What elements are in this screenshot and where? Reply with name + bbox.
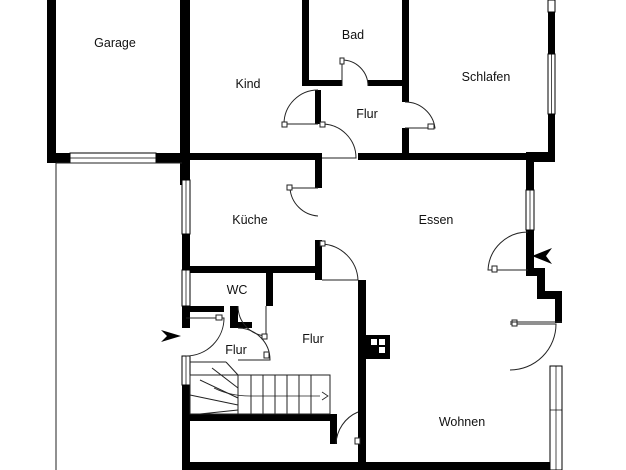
wall xyxy=(182,306,224,312)
wall xyxy=(185,153,318,160)
wall xyxy=(366,335,390,359)
wall xyxy=(182,160,190,180)
room-label-essen: Essen xyxy=(419,213,454,227)
door-kueche xyxy=(289,187,319,217)
entry-arrow-icon xyxy=(161,330,181,342)
wall xyxy=(358,153,530,160)
chimney xyxy=(371,339,385,353)
wall xyxy=(555,291,562,323)
wall xyxy=(302,80,342,86)
wall xyxy=(537,291,562,299)
terrace-arrow-icon xyxy=(532,248,552,264)
outline xyxy=(55,162,182,470)
wall xyxy=(526,268,544,276)
room-label-kind: Kind xyxy=(235,77,260,91)
wall xyxy=(526,152,534,190)
wall xyxy=(315,153,322,188)
wall xyxy=(368,80,406,86)
wall xyxy=(526,230,534,275)
wall xyxy=(182,414,332,421)
wall xyxy=(182,385,190,470)
room-label-bad: Bad xyxy=(342,28,364,42)
entrance-markers xyxy=(161,248,552,342)
wall xyxy=(402,128,409,156)
wall xyxy=(230,322,252,328)
door-flur-bottom xyxy=(335,411,359,445)
door-essen-flur xyxy=(321,243,359,281)
door-essen-terrace xyxy=(487,231,529,271)
wall xyxy=(358,280,366,470)
wall xyxy=(402,0,409,102)
room-label-flur-entry: Flur xyxy=(225,343,247,357)
wall xyxy=(302,0,309,86)
wall xyxy=(182,266,322,273)
wall xyxy=(526,152,555,162)
door-flur-passage xyxy=(321,123,357,159)
room-label-garage: Garage xyxy=(94,36,136,50)
room-label-kueche: Küche xyxy=(232,213,267,227)
door-schlafen xyxy=(404,101,436,129)
wall xyxy=(182,306,190,328)
room-label-flur-upper: Flur xyxy=(356,107,378,121)
flue xyxy=(371,339,377,345)
wall xyxy=(330,414,337,444)
wall xyxy=(315,90,321,124)
windows xyxy=(69,0,563,470)
window xyxy=(547,0,556,13)
stairs xyxy=(189,361,331,415)
wall xyxy=(182,234,190,274)
room-label-wc: WC xyxy=(227,283,248,297)
wall xyxy=(182,462,562,470)
room-label-flur-middle: Flur xyxy=(302,332,324,346)
stair-outline xyxy=(189,374,331,415)
wall xyxy=(47,0,56,163)
wall xyxy=(230,306,238,328)
room-label-schlafen: Schlafen xyxy=(462,70,511,84)
flue xyxy=(379,339,385,345)
door-kind xyxy=(283,89,319,125)
wall xyxy=(180,0,190,185)
wall xyxy=(537,268,545,298)
wall xyxy=(315,240,322,280)
doors xyxy=(185,57,562,445)
room-label-wohnen: Wohnen xyxy=(439,415,485,429)
door-entry xyxy=(185,317,225,357)
door-bad xyxy=(341,59,369,87)
room-labels: Garage Kind Bad Schlafen Flur Küche Esse… xyxy=(94,28,510,429)
flue xyxy=(379,347,385,353)
wall xyxy=(266,266,273,306)
door-flur-inner xyxy=(237,327,271,361)
door-wohnen-terrace xyxy=(509,323,557,371)
